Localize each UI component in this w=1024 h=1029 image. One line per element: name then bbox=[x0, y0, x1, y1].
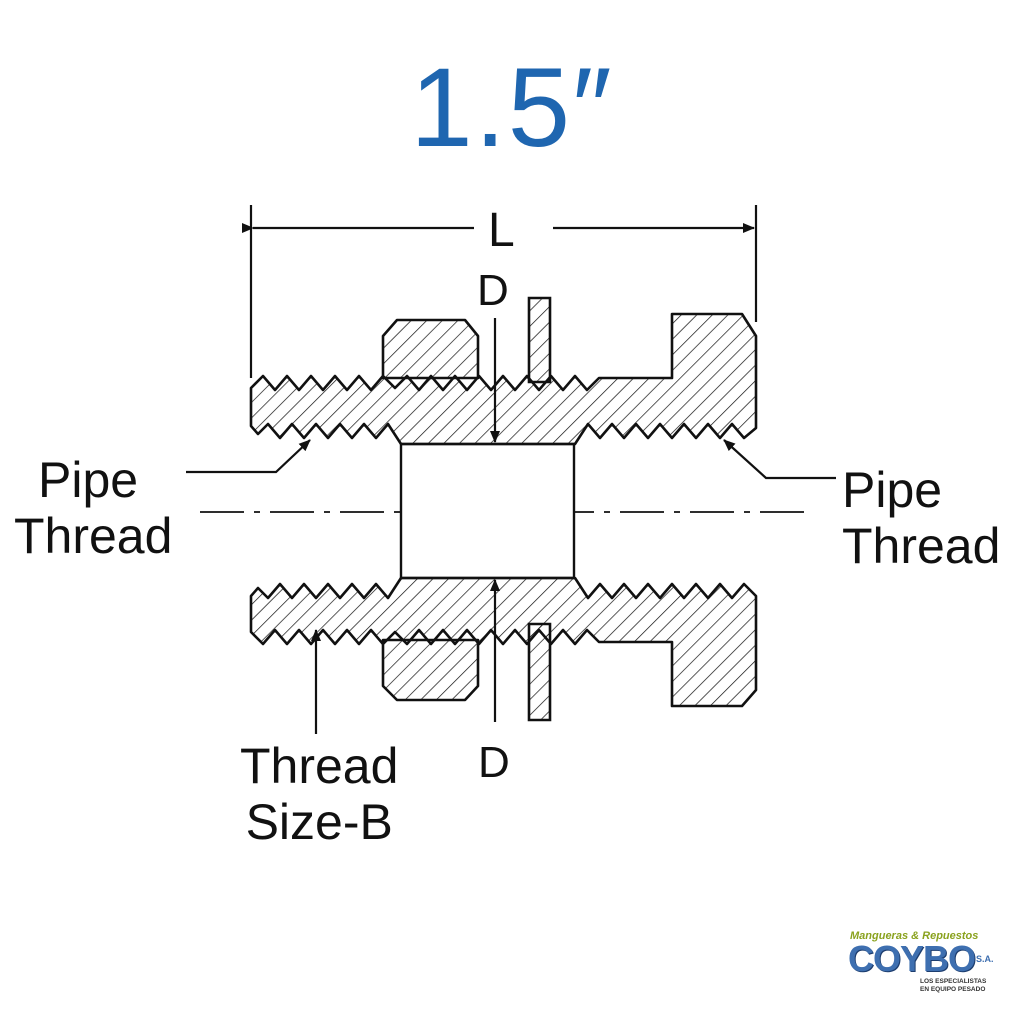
upper-body-section bbox=[249, 312, 758, 446]
upper-washer bbox=[527, 296, 552, 384]
diameter-label-top: D bbox=[477, 266, 509, 315]
logo-tagline: Mangueras & Repuestos bbox=[850, 930, 979, 942]
upper-nut bbox=[381, 318, 480, 380]
logo-slogan-line1: LOS ESPECIALISTAS bbox=[920, 978, 987, 985]
thread-size-label: Thread Size-B bbox=[240, 738, 398, 850]
logo-slogan-line2: EN EQUIPO PESADO bbox=[920, 986, 986, 993]
pipe-thread-label-right: Pipe Thread bbox=[842, 462, 1000, 574]
length-label: L bbox=[488, 204, 515, 257]
thread-size-line1: Thread bbox=[240, 738, 399, 794]
lower-nut bbox=[381, 638, 480, 702]
diameter-label-bottom: D bbox=[478, 738, 510, 787]
logo-suffix: S.A. bbox=[976, 954, 994, 964]
pipe-thread-label-left: Pipe Thread bbox=[14, 452, 172, 564]
coybo-logo: Mangueras & Repuestos COYBO S.A. LOS ESP… bbox=[846, 930, 996, 996]
length-dimension bbox=[242, 205, 758, 378]
bore bbox=[399, 442, 576, 580]
size-title: 1.5″ bbox=[410, 45, 614, 170]
pipe-thread-right-line1: Pipe bbox=[842, 462, 943, 518]
thread-size-line2: Size-B bbox=[245, 794, 393, 850]
pipe-thread-left-line2: Thread bbox=[14, 508, 173, 564]
pipe-thread-left-line1: Pipe bbox=[38, 452, 139, 508]
lower-washer bbox=[527, 622, 552, 722]
lower-body-section bbox=[249, 576, 758, 708]
label-leaders bbox=[186, 439, 836, 734]
logo-brand: COYBO bbox=[848, 938, 976, 979]
pipe-thread-right-line2: Thread bbox=[842, 518, 1001, 574]
